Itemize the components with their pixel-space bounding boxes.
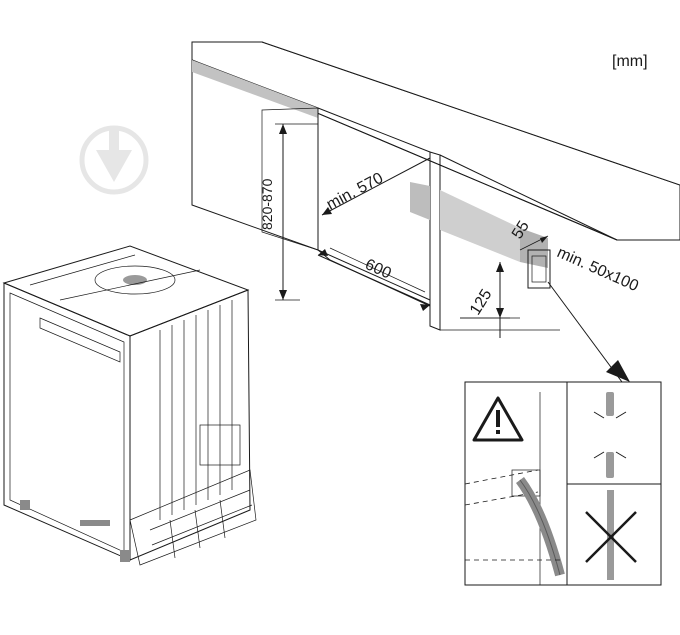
dim-niche-depth: min. 570	[324, 170, 386, 214]
watermark-logo	[79, 125, 149, 195]
dim-niche-width: 600	[362, 256, 393, 282]
dim-plinth-depth: 55	[509, 218, 533, 242]
dishwasher	[2, 245, 257, 566]
dim-opening: min. 50x100	[554, 244, 641, 295]
inset-hose-scene	[464, 392, 565, 585]
cross-icon	[585, 490, 637, 580]
hose-inset	[464, 381, 662, 586]
dim-niche-height: 820-870	[259, 178, 275, 230]
warning-triangle-icon	[472, 396, 524, 442]
dim-plinth-height: 125	[467, 286, 496, 318]
pipe-ok-icon	[593, 392, 627, 478]
dimension-lines	[275, 123, 630, 383]
unit-label: [mm]	[612, 53, 648, 70]
